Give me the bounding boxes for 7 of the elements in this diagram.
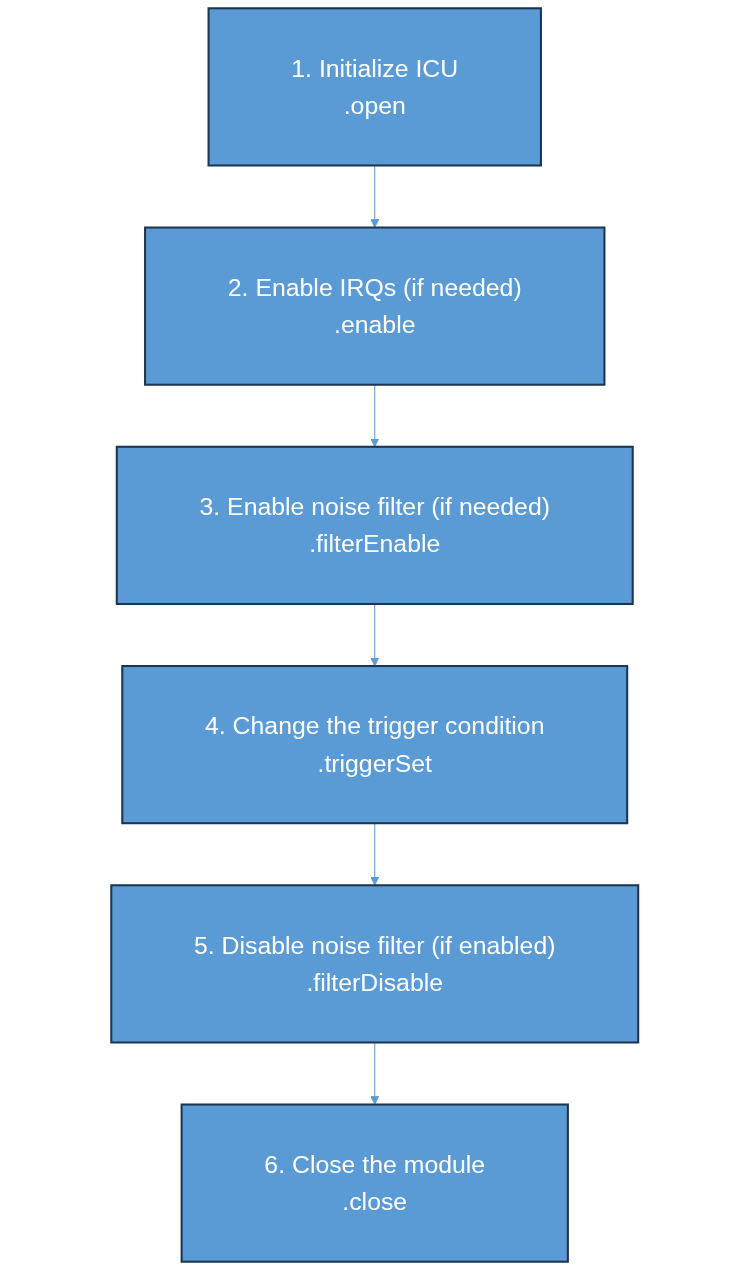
node-box: 6. Close the module .close: [180, 1103, 569, 1263]
arrow: [369, 603, 380, 667]
node-box: 5. Disable noise filter (if enabled) .filterDisable: [110, 884, 639, 1044]
node-box: 3. Enable noise filter (if needed) .filterEnable: [115, 445, 634, 605]
node-box: 4. Change the trigger condition .triggerSet: [121, 665, 628, 825]
node-box: 2. Enable IRQs (if needed) .enable: [143, 226, 606, 386]
node-box: 1. Initialize ICU .open: [207, 7, 542, 167]
